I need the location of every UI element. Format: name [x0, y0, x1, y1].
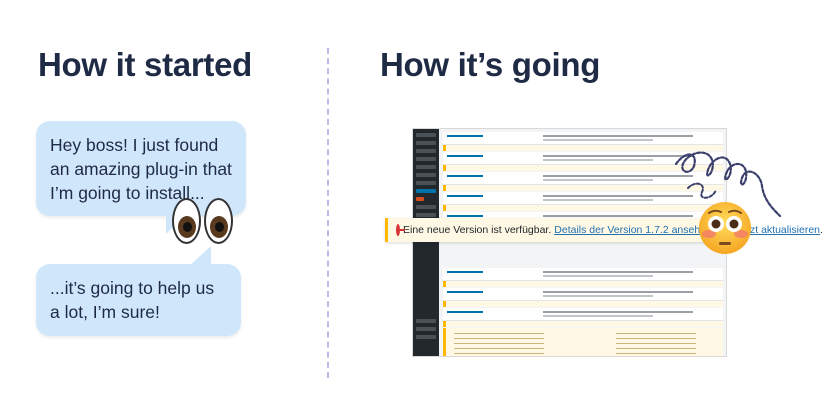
dashed-divider [327, 48, 329, 378]
scribble-doodle-icon [674, 151, 782, 218]
plugin-row [443, 192, 723, 205]
update-icon [396, 224, 405, 236]
plugin-row [443, 132, 723, 145]
eyes-emoji-icon [170, 198, 236, 246]
notice-end: . [820, 224, 823, 236]
speech-bubble-first: Hey boss! I just found an amazing plug-i… [36, 121, 246, 234]
plugin-row [443, 308, 723, 321]
notice-text: Eine neue Version ist verfügbar. [403, 224, 552, 236]
flushed-face-icon [699, 202, 751, 254]
speech-bubble-second: ...it’s going to help us a lot, I’m sure… [36, 246, 241, 336]
speech-bubble-second-text: ...it’s going to help us a lot, I’m sure… [50, 278, 215, 322]
plugin-row [443, 152, 723, 165]
wp-admin-sidebar [413, 129, 439, 356]
update-now-link[interactable]: jetzt aktualisieren [738, 224, 821, 236]
plugin-row [443, 172, 723, 185]
plugin-row [443, 268, 723, 281]
how-its-going-title: How it’s going [380, 46, 601, 83]
speech-bubble-first-text: Hey boss! I just found an amazing plug-i… [50, 135, 232, 203]
changelog-notice [443, 328, 723, 356]
version-details-link[interactable]: Details der Version 1.7.2 ansehen [554, 224, 712, 236]
how-it-started-title: How it started [38, 46, 252, 83]
plugin-row [443, 288, 723, 301]
update-notice: Eine neue Version ist verfügbar. Details… [385, 218, 823, 242]
